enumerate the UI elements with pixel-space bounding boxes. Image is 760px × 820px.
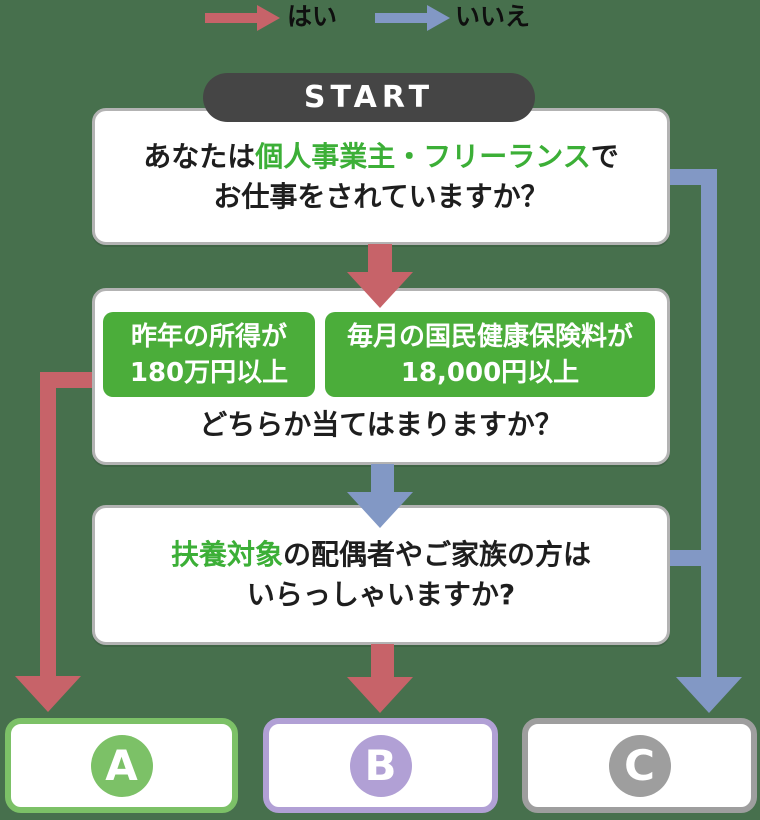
result-box-c: C bbox=[522, 718, 757, 813]
condition-chip-income: 昨年の所得が 180万円以上 bbox=[103, 312, 315, 397]
question-box-2: 昨年の所得が 180万円以上 毎月の国民健康保険料が 18,000円以上 どちら… bbox=[92, 288, 670, 465]
question-box-1: あなたは個人事業主・フリーランスで お仕事をされていますか？ bbox=[92, 108, 670, 245]
question-box-3: 扶養対象の配偶者やご家族の方は いらっしゃいますか? bbox=[92, 505, 670, 645]
question-1-highlight: 個人事業主・フリーランス bbox=[255, 139, 591, 173]
condition-chip-insurance: 毎月の国民健康保険料が 18,000円以上 bbox=[325, 312, 655, 397]
result-box-b: B bbox=[263, 718, 498, 813]
result-box-a: A bbox=[5, 718, 238, 813]
question-2-text: どちらか当てはまりますか？ bbox=[199, 408, 563, 441]
question-1-line-2: お仕事をされていますか？ bbox=[213, 179, 549, 213]
result-c-badge: C bbox=[608, 734, 671, 797]
question-3-line-2: いらっしゃいますか? bbox=[246, 578, 516, 611]
question-3-highlight: 扶養対象 bbox=[170, 538, 283, 571]
start-badge: START bbox=[203, 73, 535, 122]
result-a-badge: A bbox=[90, 734, 153, 797]
question-1-line-1: あなたは個人事業主・フリーランスで bbox=[143, 139, 619, 173]
legend-no-label: いいえ bbox=[455, 2, 531, 31]
question-3-line-1: 扶養対象の配偶者やご家族の方は bbox=[170, 538, 592, 571]
legend-yes-label: はい bbox=[287, 2, 338, 31]
result-b-badge: B bbox=[349, 734, 412, 797]
